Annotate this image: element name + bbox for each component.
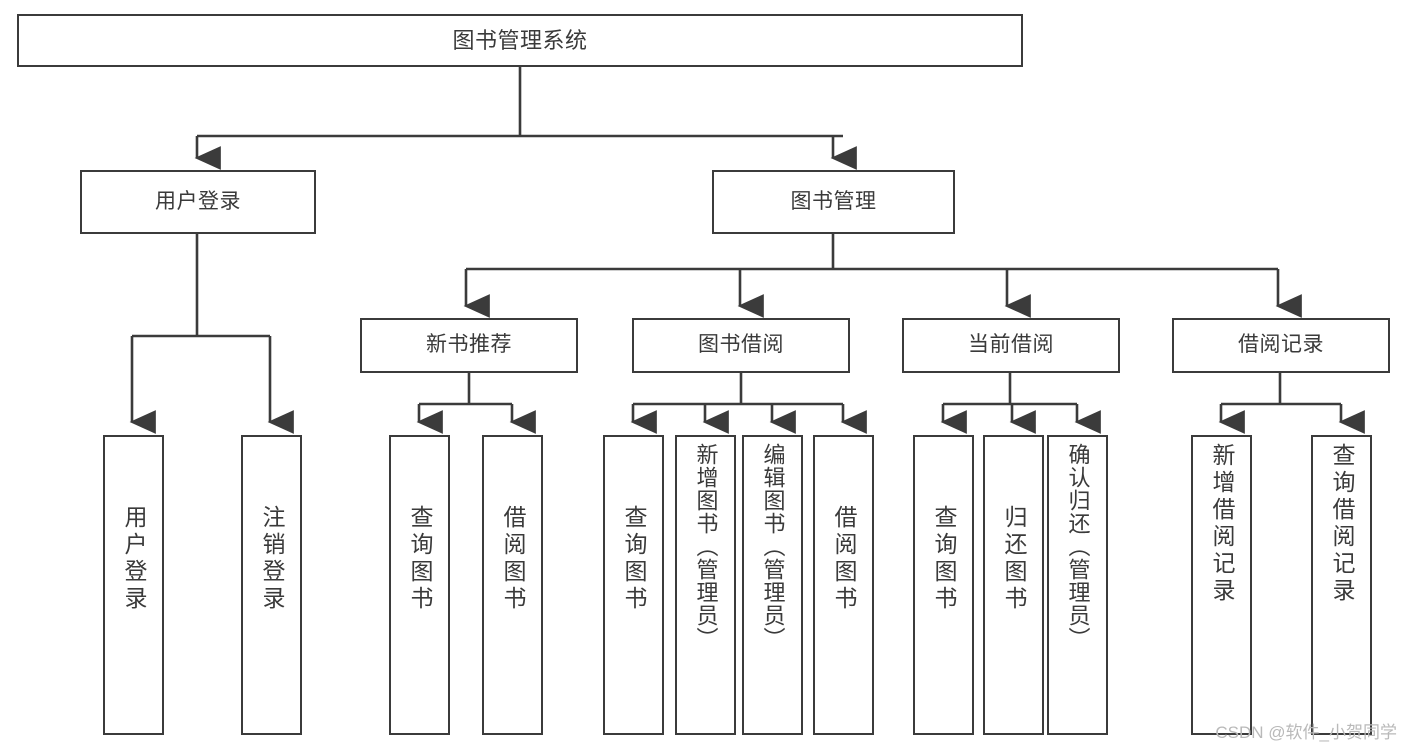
leaf-user-login[interactable]: 用户登录: [103, 435, 164, 735]
leaf-logout[interactable]: 注销登录: [241, 435, 302, 735]
node-label: 用户登录: [121, 505, 147, 613]
node-borrow-record[interactable]: 借阅记录: [1172, 318, 1390, 373]
node-book-management[interactable]: 图书管理: [712, 170, 955, 234]
node-label: 查询借阅记录: [1329, 443, 1355, 605]
node-new-book-recommend[interactable]: 新书推荐: [360, 318, 578, 373]
node-root-book-management-system[interactable]: 图书管理系统: [17, 14, 1023, 67]
node-user-login[interactable]: 用户登录: [80, 170, 316, 234]
node-label: 新增借阅记录: [1209, 443, 1235, 605]
leaf-borrow-book[interactable]: 借阅图书: [813, 435, 874, 735]
node-label: 确认归还（管理员）: [1065, 443, 1091, 650]
leaf-borrow-book-recommend[interactable]: 借阅图书: [482, 435, 543, 735]
leaf-query-book-borrow[interactable]: 查询图书: [603, 435, 664, 735]
node-label: 注销登录: [259, 505, 285, 613]
node-label: 查询图书: [931, 505, 957, 613]
node-label: 图书管理: [790, 189, 877, 213]
leaf-edit-book-admin[interactable]: 编辑图书（管理员）: [742, 435, 803, 735]
watermark-text: CSDN @软件_小贺同学: [1215, 723, 1397, 742]
node-label: 图书借阅: [698, 333, 784, 357]
csdn-watermark: CSDN @软件_小贺同学: [1215, 718, 1397, 743]
node-book-borrow[interactable]: 图书借阅: [632, 318, 850, 373]
leaf-add-book-admin[interactable]: 新增图书（管理员）: [675, 435, 736, 735]
node-label: 当前借阅: [968, 333, 1054, 357]
node-label: 查询图书: [407, 505, 433, 613]
leaf-query-borrow-record[interactable]: 查询借阅记录: [1311, 435, 1372, 735]
node-label: 借阅图书: [831, 505, 857, 613]
node-label: 编辑图书（管理员）: [760, 443, 786, 650]
node-label: 图书管理系统: [452, 27, 588, 53]
node-label: 查询图书: [621, 505, 647, 613]
node-current-borrow[interactable]: 当前借阅: [902, 318, 1120, 373]
leaf-query-book-recommend[interactable]: 查询图书: [389, 435, 450, 735]
leaf-add-borrow-record[interactable]: 新增借阅记录: [1191, 435, 1252, 735]
leaf-query-book-current[interactable]: 查询图书: [913, 435, 974, 735]
node-label: 用户登录: [155, 189, 241, 213]
node-label: 借阅图书: [500, 505, 526, 613]
node-label: 新书推荐: [426, 333, 512, 357]
node-label: 归还图书: [1001, 505, 1027, 613]
leaf-return-book[interactable]: 归还图书: [983, 435, 1044, 735]
node-label: 新增图书（管理员）: [693, 443, 719, 650]
leaf-confirm-return-admin[interactable]: 确认归还（管理员）: [1047, 435, 1108, 735]
node-label: 借阅记录: [1238, 333, 1324, 357]
